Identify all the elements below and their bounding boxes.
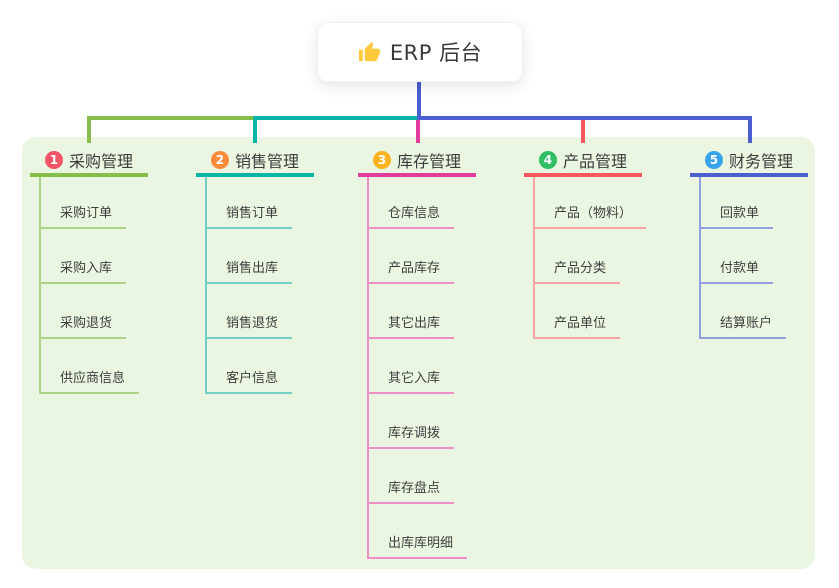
child-node[interactable]: 客户信息 [207, 367, 293, 394]
child-node-row: 产品分类 [535, 229, 646, 284]
child-node[interactable]: 采购退货 [41, 312, 127, 339]
child-node-row: 出库库明细 [369, 504, 468, 559]
branch-heading-sales[interactable]: 2 销售管理 [196, 147, 314, 177]
child-node[interactable]: 产品分类 [535, 257, 621, 284]
connector-root-stem [417, 82, 421, 120]
branch-children-sales: 销售订单 销售出库 销售退货 客户信息 [205, 177, 293, 394]
connector-drop-finance [748, 116, 752, 143]
branch-heading-purchase[interactable]: 1 采购管理 [30, 147, 148, 177]
child-node-row: 销售退货 [207, 284, 293, 339]
child-node[interactable]: 仓库信息 [369, 202, 455, 229]
branch-number-badge: 3 [372, 151, 391, 169]
branch-children-product: 产品（物料） 产品分类 产品单位 [533, 177, 647, 339]
child-node[interactable]: 库存盘点 [369, 477, 455, 504]
branch-number-badge: 2 [210, 151, 229, 169]
child-node[interactable]: 采购订单 [41, 202, 127, 229]
branch-label: 库存管理 [396, 152, 461, 171]
child-node[interactable]: 结算账户 [701, 312, 787, 339]
connector-drop-sales [253, 116, 257, 143]
connector-horizontal-finance [418, 116, 752, 120]
branch-children-purchase: 采购订单 采购入库 采购退货 供应商信息 [39, 177, 140, 394]
child-node-row: 结算账户 [701, 284, 787, 339]
branch-heading-product[interactable]: 4 产品管理 [524, 147, 642, 177]
child-node-row: 库存盘点 [369, 449, 467, 504]
branch-label: 产品管理 [562, 152, 627, 171]
branch-number-badge: 1 [44, 151, 63, 169]
child-node[interactable]: 其它出库 [369, 312, 455, 339]
child-node[interactable]: 产品库存 [369, 257, 455, 284]
connector-drop-inventory [416, 118, 420, 143]
child-node-row: 仓库信息 [369, 177, 467, 229]
branch-label: 采购管理 [68, 152, 133, 171]
child-node-row: 采购退货 [41, 284, 139, 339]
child-node[interactable]: 销售出库 [207, 257, 293, 284]
child-node-row: 产品单位 [535, 284, 646, 339]
child-node-row: 采购入库 [41, 229, 139, 284]
branch-label: 销售管理 [234, 152, 299, 171]
child-node-row: 供应商信息 [41, 339, 140, 394]
child-node[interactable]: 采购入库 [41, 257, 127, 284]
child-node-row: 其它入库 [369, 339, 467, 394]
child-node[interactable]: 产品单位 [535, 312, 621, 339]
child-node[interactable]: 销售退货 [207, 312, 293, 339]
child-node[interactable]: 产品（物料） [535, 202, 647, 229]
child-node[interactable]: 其它入库 [369, 367, 455, 394]
branch-number-badge: 4 [538, 151, 557, 169]
child-node[interactable]: 回款单 [701, 202, 774, 229]
child-node-row: 回款单 [701, 177, 786, 229]
child-node-row: 库存调拨 [369, 394, 467, 449]
child-node-row: 其它出库 [369, 284, 467, 339]
child-node-row: 客户信息 [207, 339, 293, 394]
child-node-row: 销售出库 [207, 229, 293, 284]
thumbs-up-icon [358, 41, 380, 61]
branch-children-finance: 回款单 付款单 结算账户 [699, 177, 787, 339]
root-node-title: ERP 后台 [389, 41, 483, 65]
branch-heading-inventory[interactable]: 3 库存管理 [358, 147, 476, 177]
child-node[interactable]: 付款单 [701, 257, 774, 284]
child-node-row: 产品库存 [369, 229, 467, 284]
branches-panel [22, 137, 815, 569]
branch-heading-finance[interactable]: 5 财务管理 [690, 147, 808, 177]
child-node[interactable]: 供应商信息 [41, 367, 140, 394]
child-node-row: 采购订单 [41, 177, 139, 229]
child-node-row: 销售订单 [207, 177, 293, 229]
child-node[interactable]: 出库库明细 [369, 532, 468, 559]
child-node-row: 产品（物料） [535, 177, 647, 229]
connector-drop-purchase [87, 116, 91, 143]
root-node-erp[interactable]: ERP 后台 [317, 22, 523, 82]
branch-children-inventory: 仓库信息 产品库存 其它出库 其它入库 库存调拨 库存盘点 出库库明细 [367, 177, 468, 559]
connector-horizontal-sales [253, 116, 420, 120]
connector-drop-product [581, 118, 585, 143]
branch-label: 财务管理 [728, 152, 793, 171]
child-node-row: 付款单 [701, 229, 786, 284]
child-node[interactable]: 销售订单 [207, 202, 293, 229]
child-node[interactable]: 库存调拨 [369, 422, 455, 449]
branch-number-badge: 5 [704, 151, 723, 169]
